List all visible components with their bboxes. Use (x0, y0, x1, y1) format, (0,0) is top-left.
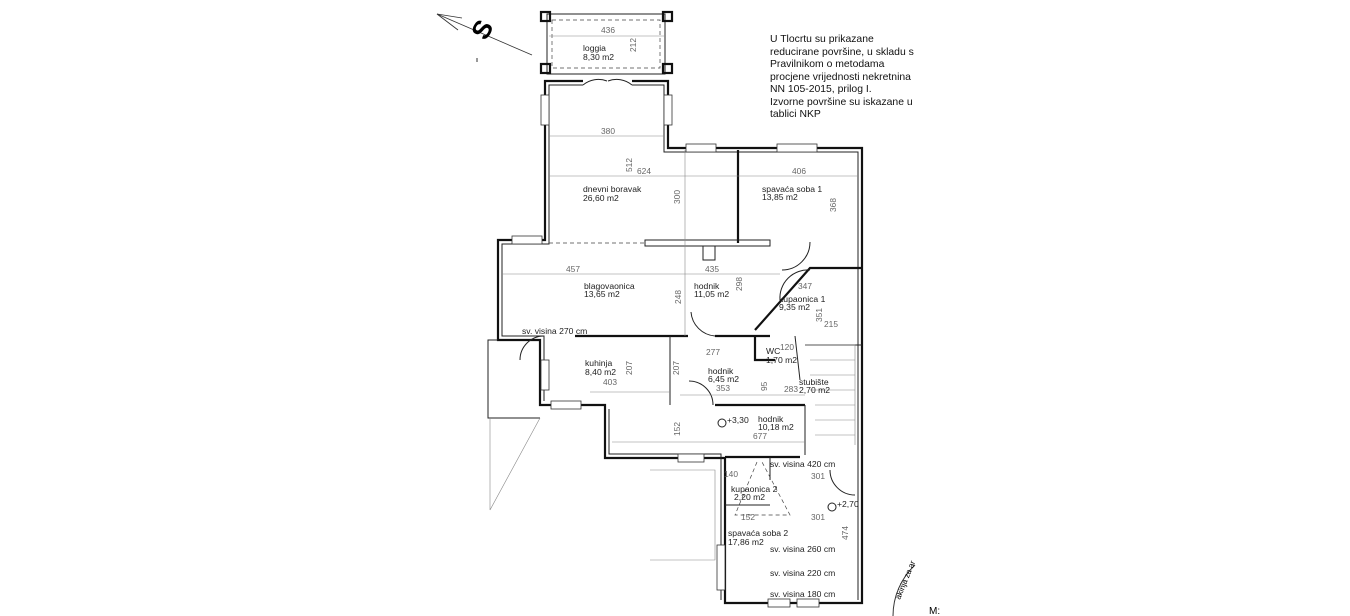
ceiling-height-label: sv. visina 270 cm (522, 326, 587, 336)
note-line: Izvorne površine su iskazane u (770, 97, 913, 108)
stamp: akinja za ar M: (892, 559, 940, 616)
dimension-lines (502, 35, 858, 443)
dim-label: 152 (672, 422, 682, 436)
room-area-bedroom2: 17,86 m2 (728, 537, 764, 547)
room-area-hall1: 11,05 m2 (694, 289, 729, 299)
interior-walls (519, 150, 862, 516)
room-labels: loggia 8,30 m2 dnevni boravak 26,60 m2 s… (583, 43, 830, 547)
exterior-walls (487, 78, 864, 608)
dim-label: 212 (628, 38, 638, 52)
stamp-mark: M: (929, 606, 940, 616)
dim-label: 152 (741, 512, 755, 522)
dim-label: 624 (637, 166, 651, 176)
note-line: reducirane površine, u skladu s (770, 47, 914, 58)
note-line: U Tlocrtu su prikazane (770, 34, 874, 45)
dim-label: 120 (780, 342, 794, 352)
loggia-structure (539, 10, 674, 75)
room-area-kitchen: 8,40 m2 (585, 367, 616, 377)
room-name-hall1: hodnik (694, 281, 720, 291)
dim-label: 283 (784, 384, 798, 394)
room-area-bedroom1: 13,85 m2 (762, 192, 798, 202)
room-name-bedroom2: spavaća soba 2 (728, 528, 788, 538)
compass-letter: S (465, 14, 500, 44)
dim-label: 298 (734, 277, 744, 291)
level-label: +2,70 (837, 499, 859, 509)
room-name-loggia: loggia (583, 43, 606, 53)
room-area-wc: 1,70 m2 (766, 355, 797, 365)
room-area-stairs: 2,70 m2 (799, 385, 830, 395)
room-area-hall3: 10,18 m2 (758, 422, 794, 432)
stamp-text: akinja za ar (894, 559, 918, 601)
dim-label: 215 (824, 319, 838, 329)
room-area-dining: 13,65 m2 (584, 289, 620, 299)
dim-label: 677 (753, 431, 767, 441)
dim-label: 435 (705, 264, 719, 274)
room-name-dining: blagovaonica (584, 281, 635, 291)
note-line: NN 105-2015, prilog I. (770, 84, 872, 95)
dim-label: 512 (624, 158, 634, 172)
ceiling-height-label: sv. visina 420 cm (770, 459, 835, 469)
room-area-loggia: 8,30 m2 (583, 52, 614, 62)
ceiling-height-label: sv. visina 220 cm (770, 568, 835, 578)
dim-label: 380 (601, 126, 615, 136)
level-marker-icon (717, 418, 727, 428)
room-name-bedroom1: spavaća soba 1 (762, 184, 822, 194)
dim-label: 353 (716, 383, 730, 393)
room-name-hall3: hodnik (758, 414, 784, 424)
dim-label: 277 (706, 347, 720, 357)
dim-label: 406 (792, 166, 806, 176)
north-arrow-icon: S (436, 13, 533, 62)
dim-label: 347 (798, 281, 812, 291)
note-line: tablici NKP (770, 109, 821, 120)
height-labels: sv. visina 270 cm sv. visina 420 cm sv. … (522, 326, 859, 599)
dimension-labels: 436 212 380 512 624 300 406 368 457 435 … (566, 25, 850, 540)
area-note: U Tlocrtu su prikazane reducirane površi… (770, 34, 914, 120)
room-area-hall2: 6,45 m2 (708, 374, 739, 384)
dim-label: 457 (566, 264, 580, 274)
note-line: Pravilnikom o metodama (770, 59, 885, 70)
level-marker-icon (827, 502, 837, 512)
ceiling-height-label: sv. visina 180 cm (770, 589, 835, 599)
ceiling-height-label: sv. visina 260 cm (770, 544, 835, 554)
dim-label: 403 (603, 377, 617, 387)
dim-label: 351 (814, 308, 824, 322)
room-name-bath2: kupaonica 2 (731, 484, 778, 494)
room-name-kitchen: kuhinja (585, 358, 612, 368)
dim-label: 140 (724, 469, 738, 479)
dim-label: 436 (601, 25, 615, 35)
dim-label: 207 (624, 361, 634, 375)
dim-label: 300 (672, 190, 682, 204)
dim-label: 301 (811, 471, 825, 481)
level-label: +3,30 (727, 415, 749, 425)
room-name-wc: WC (766, 346, 780, 356)
room-area-living: 26,60 m2 (583, 193, 619, 203)
dim-label: 301 (811, 512, 825, 522)
room-area-bath1: 9,35 m2 (779, 302, 810, 312)
dim-label: 95 (759, 381, 769, 391)
dim-label: 368 (828, 198, 838, 212)
dim-label: 474 (840, 526, 850, 540)
room-name-bath1: kupaonica 1 (779, 294, 826, 304)
dim-label: 207 (671, 361, 681, 375)
room-name-living: dnevni boravak (583, 184, 642, 194)
dim-label: 248 (673, 290, 683, 304)
room-area-bath2: 2,20 m2 (734, 492, 765, 502)
note-line: procjene vrijednosti nekretnina (770, 72, 911, 83)
room-name-stairs: stubište (799, 377, 829, 387)
room-name-hall2: hodnik (708, 366, 734, 376)
